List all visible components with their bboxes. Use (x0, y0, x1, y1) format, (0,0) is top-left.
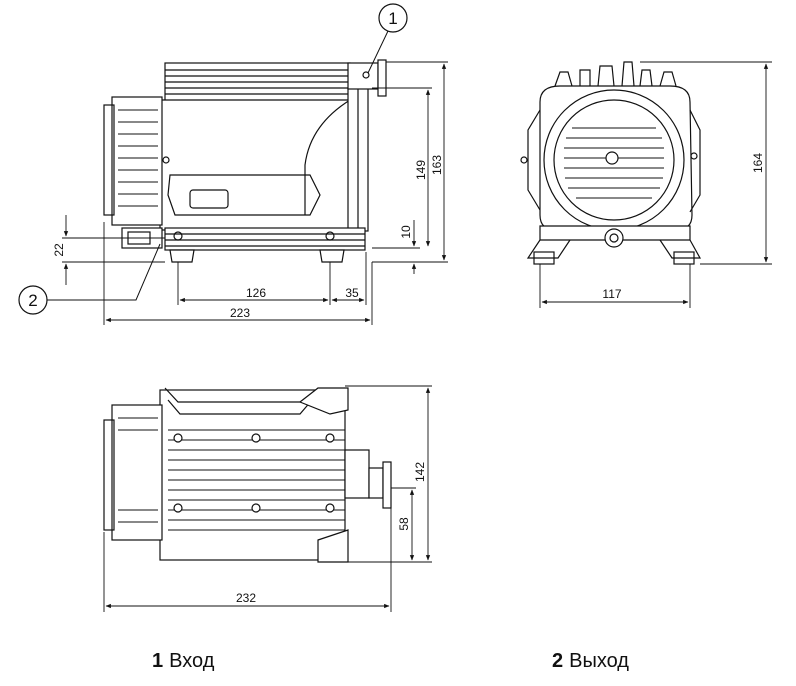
side-view (103, 59, 387, 263)
dim-35: 35 (345, 286, 359, 300)
legend-number-2: 2 (552, 650, 564, 672)
dim-149: 149 (414, 160, 428, 180)
top-view-dimension-labels: 142 58 232 (236, 462, 427, 605)
dim-10: 10 (399, 225, 413, 239)
callout-1-number: 1 (388, 9, 397, 28)
front-view (520, 61, 702, 265)
top-view-dimensions (103, 385, 432, 612)
dim-142: 142 (413, 462, 427, 482)
dim-232: 232 (236, 591, 256, 605)
side-view-dimension-labels: 163 149 10 22 126 35 223 (52, 155, 444, 320)
side-view-dimensions (62, 61, 448, 325)
callout-2: 2 (18, 243, 161, 315)
callout-2-number: 2 (28, 291, 37, 310)
front-view-dimensions (539, 61, 772, 308)
front-view-dimension-labels: 164 117 (602, 153, 765, 301)
legend-label-outlet: Выход (569, 650, 629, 672)
dim-126: 126 (246, 286, 266, 300)
dim-164: 164 (751, 153, 765, 173)
callout-1: 1 (367, 3, 408, 74)
legend-number-1: 1 (152, 650, 164, 672)
dim-117: 117 (602, 287, 621, 301)
legend-label-inlet: Вход (169, 650, 215, 672)
top-view (103, 387, 392, 563)
dim-22: 22 (52, 243, 66, 257)
dim-58: 58 (397, 517, 411, 531)
dim-163: 163 (430, 155, 444, 175)
dim-223: 223 (230, 306, 250, 320)
